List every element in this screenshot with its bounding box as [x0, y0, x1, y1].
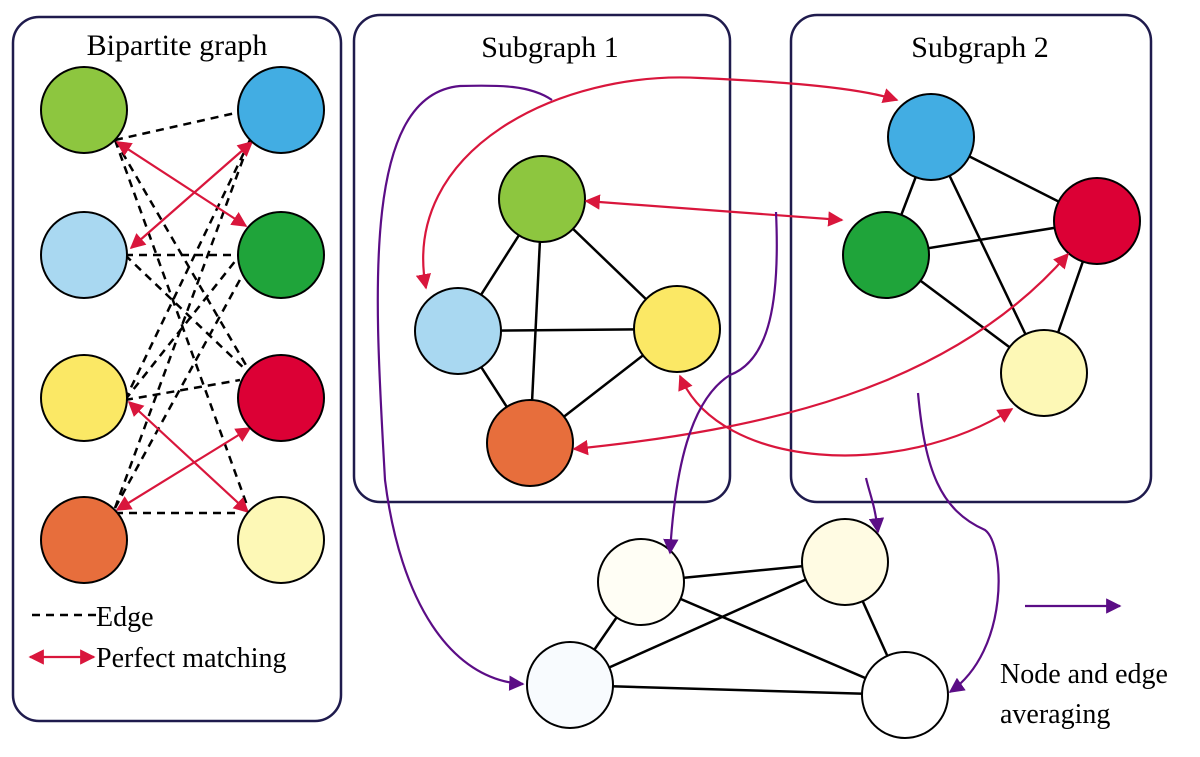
- subgraph1-title: Subgraph 1: [481, 31, 619, 64]
- averaged-nodes: [526, 518, 949, 739]
- bipartite-matching-arrows: [115, 140, 254, 514]
- averaging-legend-line1: Node and edge: [1000, 659, 1168, 690]
- averaged-node-top-left: [597, 538, 685, 626]
- subgraph1-node-orange: [486, 399, 574, 487]
- bipartite-node-right-red: [237, 354, 325, 442]
- averaged-node-bottom-left: [526, 641, 614, 729]
- averaged-node-top-right: [801, 518, 889, 606]
- subgraph1-node-yellow: [633, 285, 721, 373]
- bipartite-node-right-green: [237, 211, 325, 299]
- averaging-legend-line2: averaging: [1000, 699, 1110, 730]
- legend-matching-label: Perfect matching: [96, 643, 286, 674]
- subgraph2-node-green: [842, 211, 930, 299]
- legend: Edge Perfect matching: [28, 602, 286, 674]
- averaging-arrows: [376, 84, 1000, 693]
- bipartite-node-left-yellow: [40, 354, 128, 442]
- averaged-node-bottom-right: [861, 651, 949, 739]
- bipartite-title: Bipartite graph: [87, 29, 268, 62]
- averaging-legend: Node and edge averaging: [1000, 598, 1168, 730]
- subgraph2-node-blue: [887, 93, 975, 181]
- bipartite-node-right-blue: [237, 66, 325, 154]
- bipartite-node-right-paleyellow: [237, 496, 325, 584]
- cross-matching-arrows: [415, 76, 1070, 457]
- subgraph1-node-lime: [498, 155, 586, 243]
- bipartite-node-left-lime: [40, 66, 128, 154]
- subgraph2-nodes: [842, 93, 1141, 417]
- subgraph1-node-lightblue: [414, 287, 502, 375]
- subgraph2-node-paleyellow: [1000, 329, 1088, 417]
- bipartite-panel: [11, 15, 343, 723]
- bipartite-nodes: [40, 66, 325, 584]
- subgraph2-node-red: [1053, 177, 1141, 265]
- bipartite-node-left-orange: [40, 496, 128, 584]
- subgraph2-title: Subgraph 2: [911, 31, 1049, 64]
- legend-edge-label: Edge: [96, 602, 154, 633]
- bipartite-node-left-lightblue: [40, 211, 128, 299]
